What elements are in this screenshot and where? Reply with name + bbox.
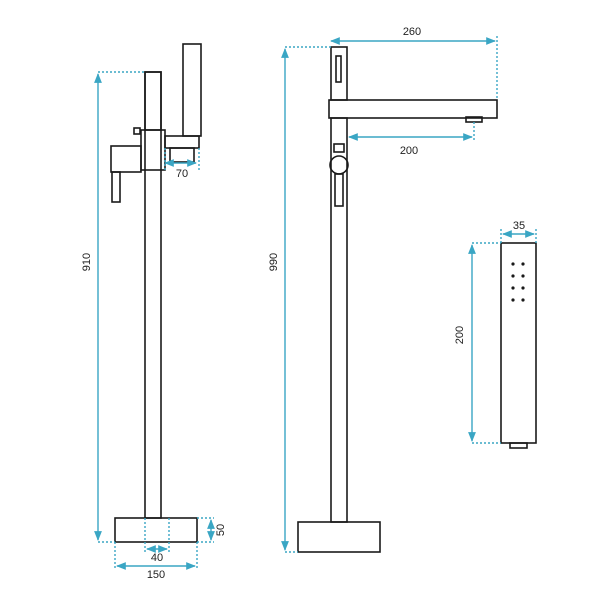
front-spout: [328, 99, 498, 119]
handshower-nozzles: [511, 262, 525, 302]
side-handshower: [182, 43, 202, 137]
front-column: [330, 117, 348, 523]
front-spout-cap: [335, 55, 342, 83]
side-holder: [164, 135, 200, 149]
dimension-lines: [94, 36, 537, 570]
front-aerator: [465, 116, 483, 123]
front-valve-stem: [334, 173, 344, 207]
label-spout-offset: 70: [176, 168, 188, 180]
label-spout-length: 260: [403, 26, 421, 38]
dimension-labels: 910 70 40 150 50 990 260 200 35 200: [81, 26, 525, 581]
side-lever-stem: [111, 171, 121, 203]
side-view: [110, 43, 202, 543]
label-base-width: 150: [147, 569, 165, 581]
front-view: [297, 46, 498, 553]
label-center-height: 990: [268, 253, 280, 271]
side-column: [144, 71, 162, 519]
label-handshower-width: 35: [513, 220, 525, 232]
handshower-body: [500, 242, 537, 444]
side-column-cap: [144, 71, 162, 131]
front-spout-riser: [330, 46, 348, 101]
label-spout-reach: 200: [400, 145, 418, 157]
handshower-tip: [509, 442, 528, 449]
label-base-height: 50: [215, 524, 227, 536]
label-left-height: 910: [81, 253, 93, 271]
front-valve-ring: [333, 143, 345, 153]
label-base-inner: 40: [151, 552, 163, 564]
label-handshower-height: 200: [454, 326, 466, 344]
front-base: [297, 521, 381, 553]
side-lever: [110, 145, 142, 173]
side-knob: [133, 127, 141, 135]
side-holder-arm: [169, 147, 195, 163]
side-base: [114, 517, 198, 543]
front-valve-knob: [329, 155, 349, 175]
handshower-view: [500, 242, 537, 449]
